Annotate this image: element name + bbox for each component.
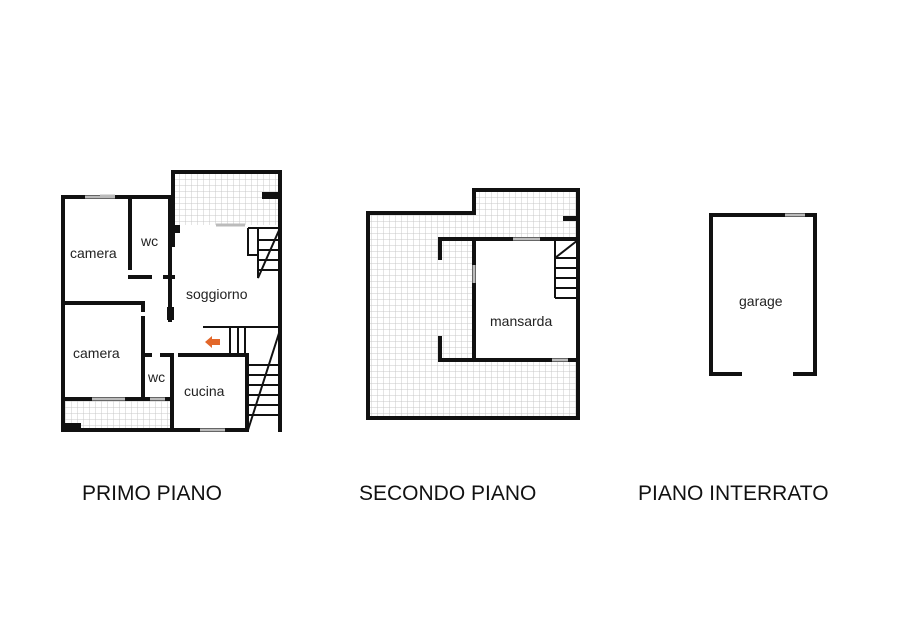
floor-title: PIANO INTERRATO xyxy=(638,482,829,505)
entrance-arrow-icon xyxy=(205,336,220,348)
room-label: camera xyxy=(70,245,117,261)
room-label: camera xyxy=(73,345,120,361)
room-label: soggiorno xyxy=(186,286,248,302)
room-label: cucina xyxy=(184,383,225,399)
primo-piano-plan: camera wc soggiorno camera wc cucina xyxy=(61,170,282,432)
balcony-bottom xyxy=(63,399,172,429)
secondo-piano-plan: mansarda xyxy=(366,188,580,420)
piano-interrato-plan: garage xyxy=(709,213,817,376)
floor-title: SECONDO PIANO xyxy=(359,482,536,505)
room-label: wc xyxy=(147,369,165,385)
room-label: garage xyxy=(739,293,783,309)
room-label: mansarda xyxy=(490,313,552,329)
floor-title: PRIMO PIANO xyxy=(82,482,222,505)
room-label: wc xyxy=(140,233,158,249)
